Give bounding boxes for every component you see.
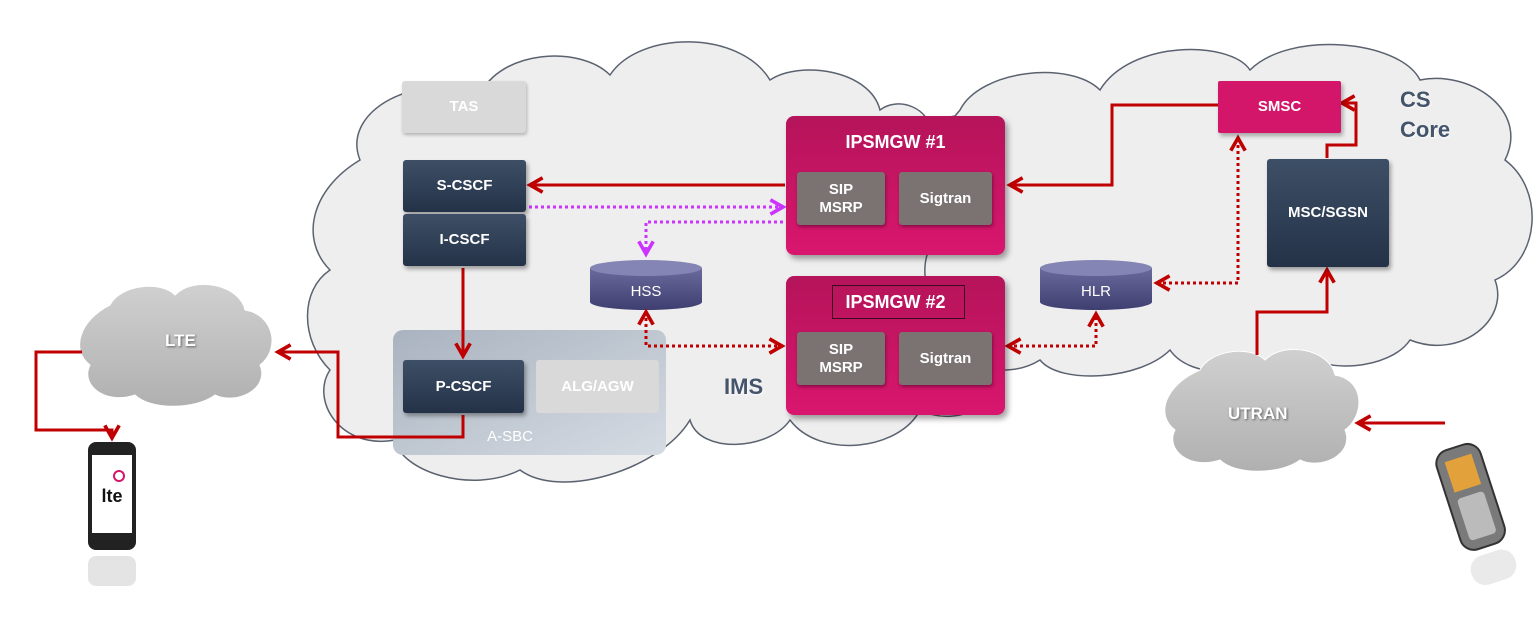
utran-cloud-label: UTRAN — [1228, 404, 1288, 423]
msc-sgsn-node[interactable]: MSC/SGSN — [1267, 159, 1389, 267]
i-cscf-label: I-CSCF — [439, 231, 490, 249]
link-hlr-smsc — [1153, 134, 1247, 292]
link-msc-to-smsc — [1325, 94, 1358, 158]
ipsmgw1-sip-label: SIP — [828, 181, 854, 199]
link-lte-to-phone — [34, 350, 121, 442]
s-cscf-node[interactable]: S-CSCF — [403, 160, 526, 212]
ipsmgw2-title-frame — [832, 285, 965, 319]
feature-phone-icon — [1435, 442, 1517, 586]
msc-sgsn-label: MSC/SGSN — [1287, 204, 1368, 222]
lte-cloud-label: LTE — [165, 331, 196, 350]
ipsmgw1-sip-msrp-module[interactable]: SIP MSRP — [797, 172, 885, 225]
hss-database[interactable] — [590, 260, 702, 310]
p-cscf-node[interactable]: P-CSCF — [403, 360, 524, 413]
ipsmgw2-sigtran-label: Sigtran — [919, 349, 972, 367]
lte-logo: lte — [101, 486, 122, 506]
ipsmgw2-node[interactable]: IPSMGW #2 SIP MSRP Sigtran — [786, 276, 1005, 415]
link-ipsmgw2-hlr — [1004, 310, 1105, 355]
ipsmgw2-title: IPSMGW #2 — [845, 292, 946, 312]
ipsmgw1-sigtran-module[interactable]: Sigtran — [899, 172, 992, 225]
lte-cloud — [79, 283, 273, 407]
cs-core-region-label: CS Core — [1400, 85, 1450, 145]
i-cscf-node[interactable]: I-CSCF — [403, 214, 526, 266]
hss-label: HSS — [631, 283, 662, 300]
ipsmgw1-node[interactable]: IPSMGW #1 SIP MSRP Sigtran — [786, 116, 1005, 255]
link-utran-to-msc — [1255, 266, 1336, 355]
a-sbc-label: A-SBC — [487, 428, 533, 445]
tas-node[interactable]: TAS — [402, 81, 526, 133]
ims-region-label: IMS — [724, 374, 764, 399]
p-cscf-label: P-CSCF — [435, 377, 492, 395]
cs-label-line1: CS — [1400, 87, 1431, 112]
alg-agw-node[interactable]: ALG/AGW — [536, 360, 659, 413]
link-smsc-to-ipsmgw1 — [1006, 103, 1218, 194]
ipsmgw2-sip-label: SIP — [828, 341, 854, 359]
cs-label-line2: Core — [1400, 117, 1451, 142]
alg-agw-label: ALG/AGW — [561, 377, 634, 395]
tas-label: TAS — [449, 98, 479, 116]
ipsmgw2-sigtran-module[interactable]: Sigtran — [899, 332, 992, 385]
ipsmgw1-sigtran-label: Sigtran — [919, 189, 972, 207]
smsc-label: SMSC — [1257, 98, 1302, 116]
ipsmgw1-msrp-label: MSRP — [819, 198, 863, 216]
hlr-database[interactable] — [1040, 260, 1152, 310]
ipsmgw2-msrp-label: MSRP — [819, 358, 863, 376]
link-ipsmgw1-hss — [637, 220, 783, 258]
s-cscf-label: S-CSCF — [436, 177, 493, 195]
lte-smartphone-icon: lte — [88, 442, 136, 586]
ipsmgw1-title: IPSMGW #1 — [845, 132, 946, 152]
hlr-label: HLR — [1081, 283, 1111, 300]
link-pcscf-to-lte — [274, 343, 465, 439]
ipsmgw2-sip-msrp-module[interactable]: SIP MSRP — [797, 332, 885, 385]
smsc-node[interactable]: SMSC — [1218, 81, 1341, 133]
utran-cloud — [1164, 348, 1360, 472]
